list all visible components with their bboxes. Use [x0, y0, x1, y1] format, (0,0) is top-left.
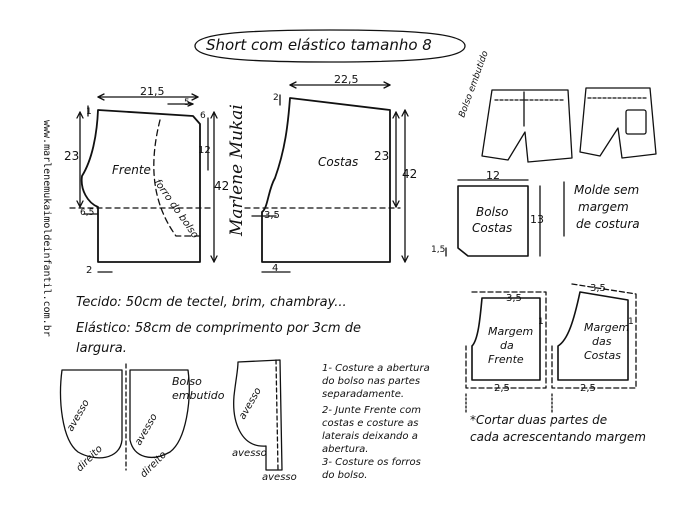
front-pattern-piece: [69, 93, 218, 273]
front-facing-label-2: da: [500, 339, 514, 352]
shorts-illustration: [481, 87, 657, 163]
pocket-height: 13: [530, 213, 544, 226]
back-hem: 4: [272, 263, 279, 274]
svg-text:www.marlenemukaimoldeinfantil.: www.marlenemukaimoldeinfantil.com.br: [41, 120, 52, 337]
front-hem: 2: [86, 265, 93, 276]
fabric-note: Tecido: 50cm de tectel, brim, chambray..…: [76, 295, 347, 310]
back-facing-side: 1: [628, 317, 634, 327]
seam-note-line2: margem: [578, 200, 629, 214]
instruction-step3-line2: do bolso.: [322, 470, 368, 481]
front-crotch: 6,5: [80, 208, 95, 218]
svg-text:avesso: avesso: [232, 448, 267, 459]
svg-text:avesso: avesso: [237, 386, 264, 422]
svg-text:direito: direito: [74, 444, 105, 475]
back-top-left-rise: 2: [273, 93, 279, 103]
back-facing-label-3: Costas: [584, 349, 621, 362]
pocket-pattern-piece: [445, 179, 541, 257]
pocket-piece-label-1: Bolso: [476, 205, 509, 219]
cutting-note-line2: cada acrescentando margem: [470, 430, 646, 444]
signature: Marlene Mukai: [227, 104, 247, 237]
pocket-piece-label-2: Costas: [472, 221, 513, 235]
pocket-sewing-diagram: [59, 359, 283, 471]
instruction-step3-line1: 3- Costure os forros: [322, 457, 421, 468]
instruction-step1-line3: separadamente.: [322, 389, 405, 400]
instruction-step2-line2: costas e costure as: [322, 418, 419, 429]
front-height-right-upper: 12: [198, 145, 211, 156]
back-facing-piece: [551, 283, 637, 413]
elastic-note-line2: largura.: [76, 341, 127, 356]
website-url: www.marlenemukaimoldeinfantil.com.br: [41, 120, 52, 337]
page-title: Short com elástico tamanho 8: [206, 36, 432, 54]
front-facing-label-1: Margem: [488, 325, 534, 338]
title-bubble: [194, 29, 466, 63]
back-facing-label-1: Margem: [584, 321, 630, 334]
back-facing-top-width: 3,5: [590, 283, 606, 294]
pocket-corner: 1,5: [431, 245, 446, 255]
pocket-lining-line: [153, 119, 201, 237]
svg-text:avesso: avesso: [262, 472, 297, 483]
front-facing-piece: [465, 291, 547, 413]
back-width-dimension: 22,5: [334, 73, 359, 86]
back-crotch: 3,5: [264, 210, 280, 221]
front-height-left: 23: [64, 149, 80, 163]
svg-text:direito: direito: [138, 450, 169, 481]
svg-text:avesso: avesso: [133, 412, 160, 448]
front-facing-label-3: Frente: [488, 353, 524, 366]
pocket-sewing-label-2: embutido: [172, 389, 225, 402]
front-waist-offset: 5: [184, 98, 190, 108]
elastic-note-line1: Elástico: 58cm de comprimento por 3cm de: [76, 321, 361, 336]
front-piece-label: Frente: [112, 163, 151, 177]
seam-note-line3: de costura: [576, 217, 640, 231]
instruction-step2-line4: abertura.: [322, 444, 369, 455]
svg-text:Bolso embutido: Bolso embutido: [457, 49, 491, 119]
front-width-dimension: 21,5: [140, 85, 165, 98]
back-height-right: 42: [402, 167, 418, 181]
instruction-step1-line2: do bolso nas partes: [322, 376, 421, 387]
instruction-step1-line1: 1- Costure a abertura: [322, 363, 430, 374]
svg-text:avesso: avesso: [65, 398, 92, 434]
front-facing-side: 1: [538, 317, 544, 327]
instruction-step2-line3: laterais deixando a: [322, 431, 418, 442]
seam-note-line1: Molde sem: [574, 183, 640, 197]
back-facing-label-2: das: [592, 335, 612, 348]
svg-text:forro do bolso: forro do bolso: [152, 177, 201, 240]
back-height-left: 23: [374, 149, 390, 163]
back-pattern-piece: [244, 81, 409, 273]
front-top-right-drop: 6: [200, 111, 206, 121]
front-facing-top-width: 3,5: [506, 293, 522, 304]
front-facing-bottom-width: 2,5: [494, 383, 510, 394]
back-facing-bottom-width: 2,5: [580, 383, 596, 394]
front-height-total: 42: [214, 179, 230, 193]
svg-text:Marlene Mukai: Marlene Mukai: [227, 104, 247, 237]
back-piece-label: Costas: [318, 155, 359, 169]
front-top-left-drop: 1: [86, 107, 92, 117]
shorts-illustration-label: Bolso embutido: [457, 49, 491, 119]
pocket-sewing-label-1: Bolso: [172, 375, 202, 388]
instruction-step2-line1: 2- Junte Frente com: [322, 405, 421, 416]
pocket-width: 12: [486, 169, 500, 182]
cutting-note-line1: *Cortar duas partes de: [470, 413, 608, 427]
pocket-lining-label: forro do bolso: [152, 177, 201, 240]
